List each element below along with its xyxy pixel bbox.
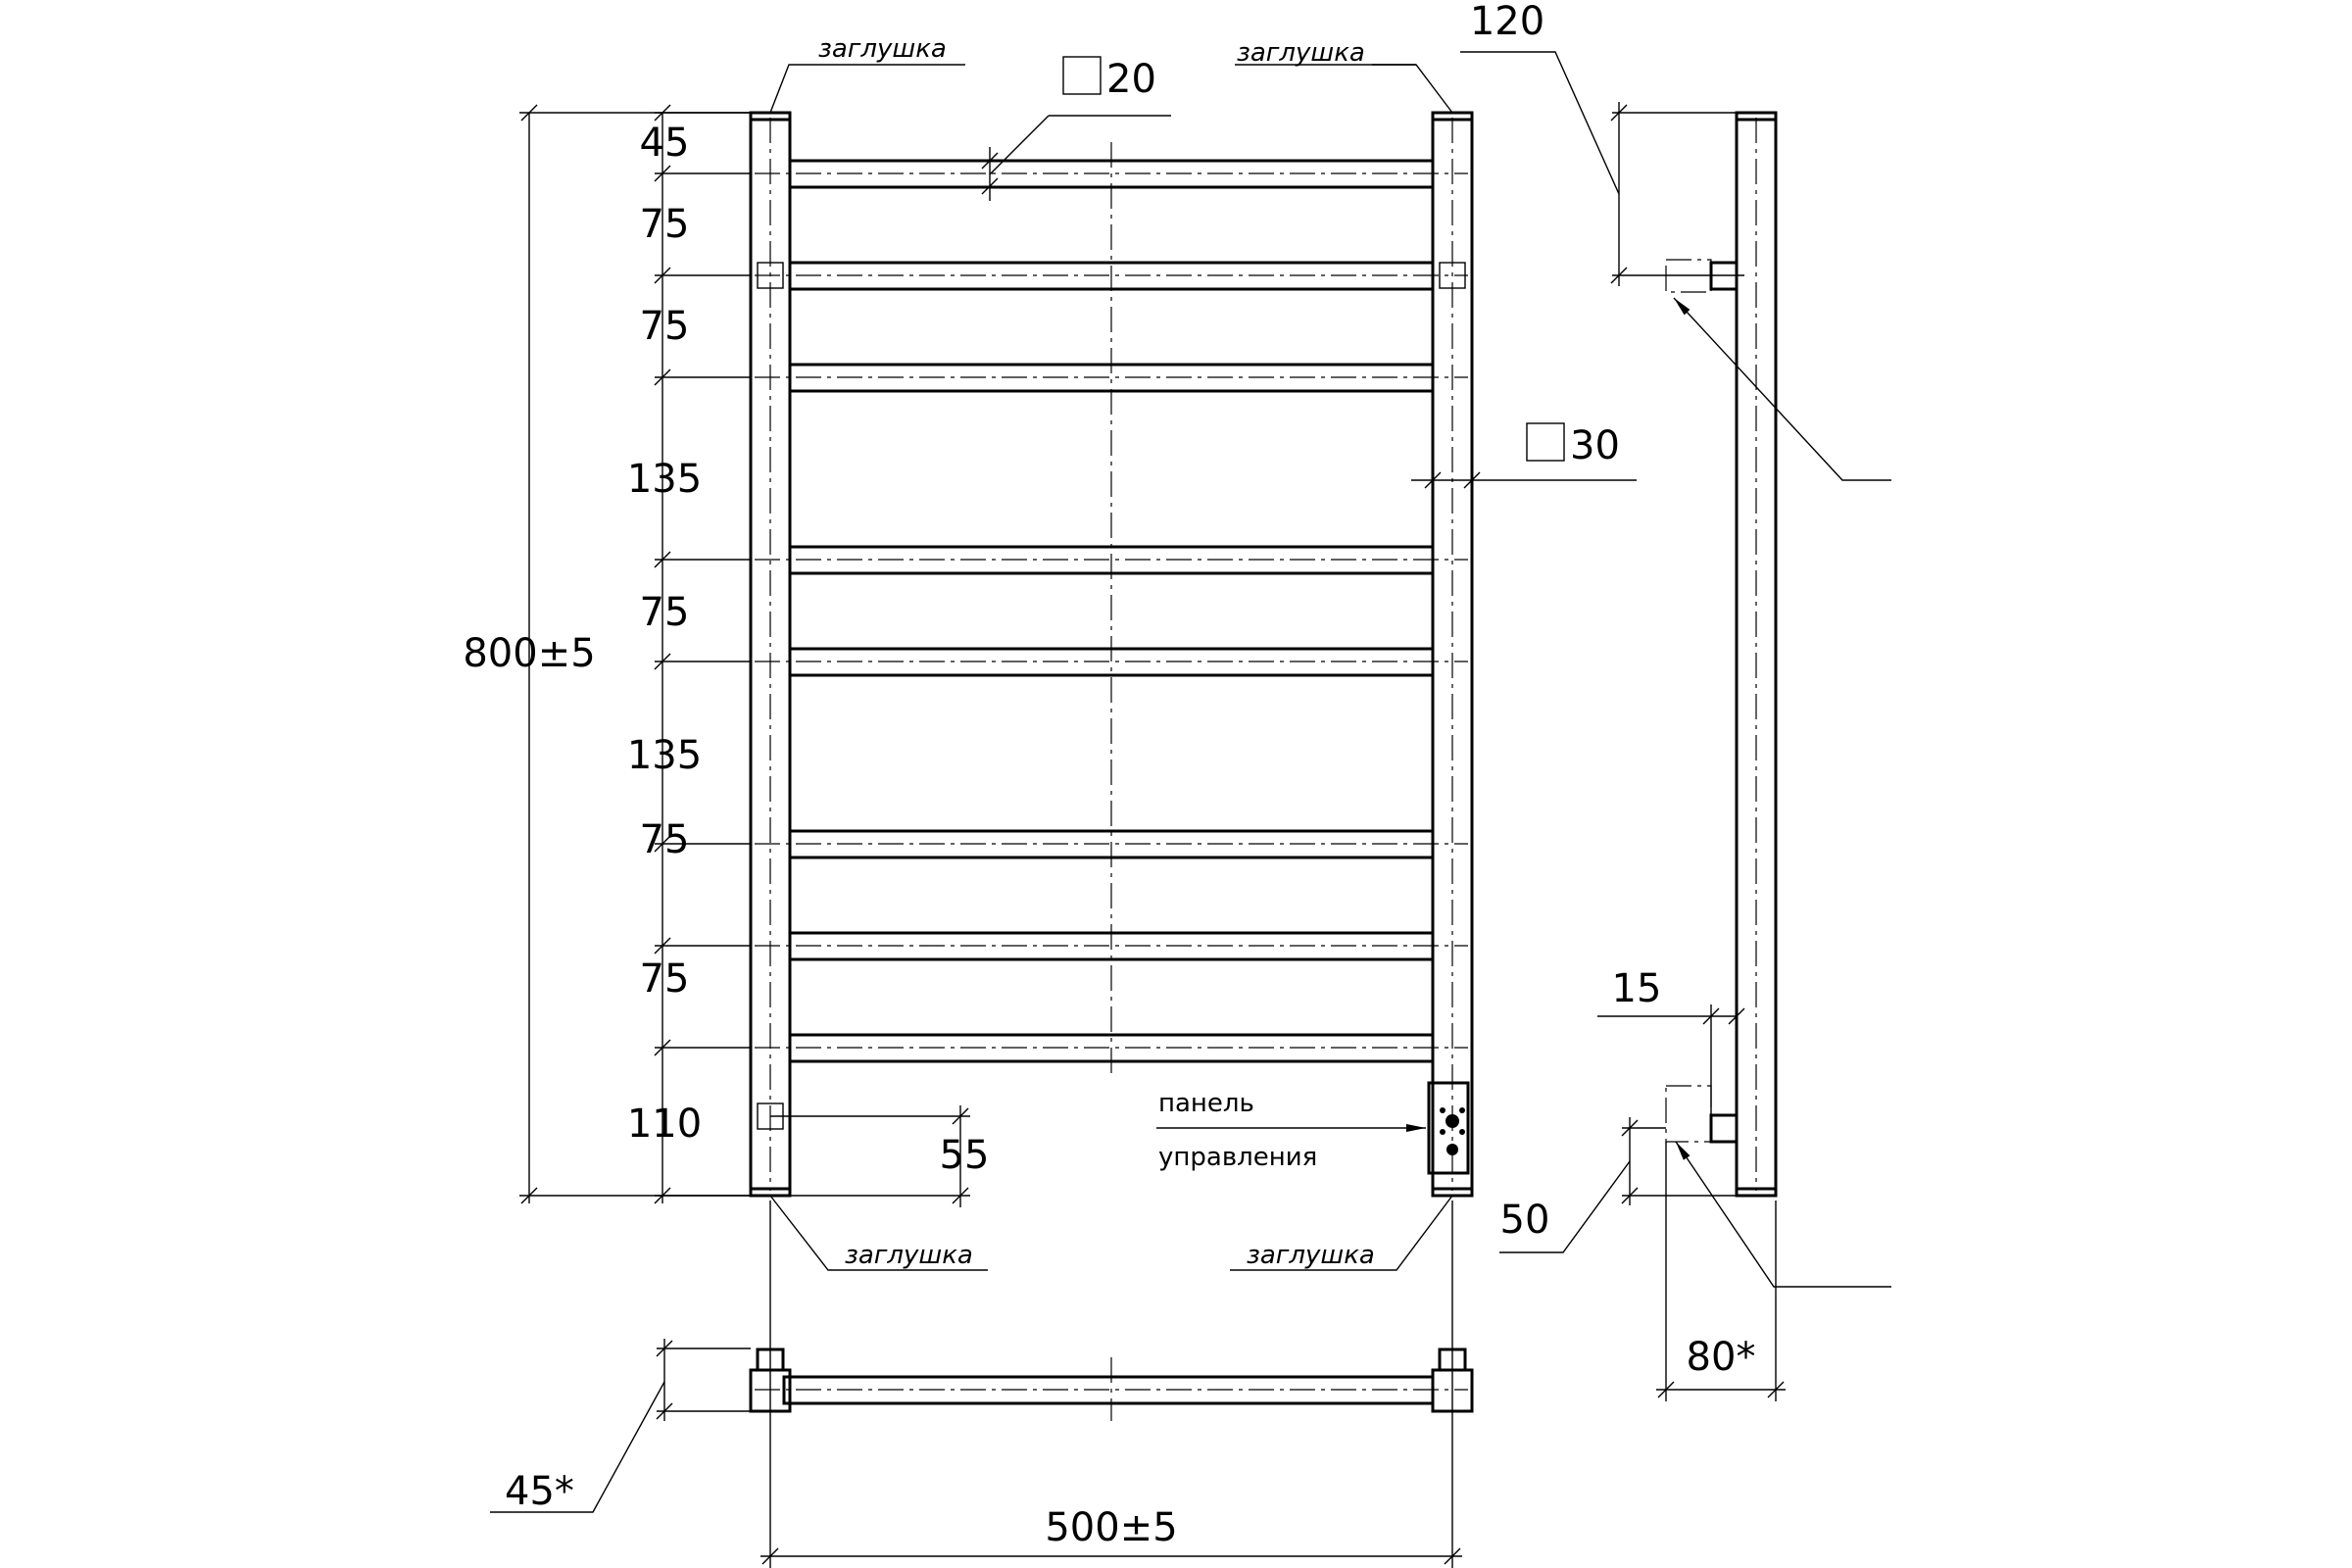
side-depth-dimension	[1656, 1142, 1786, 1401]
overall-height-dimension	[519, 104, 751, 1204]
dim-top-view-depth: 45*	[505, 1469, 574, 1514]
dim-side-gap: 15	[1612, 966, 1662, 1011]
control-panel-label-line1: панель	[1158, 1089, 1254, 1118]
mount-square-top-left	[757, 262, 784, 289]
front-view: 45 75 75 135 75 135 75 75 110 800±5 20	[463, 34, 1637, 1271]
dim-spacing-6: 135	[627, 733, 702, 778]
dim-spacing-9: 110	[627, 1102, 702, 1147]
dim-spacing-8: 75	[640, 956, 690, 1002]
dim-spacing-5: 75	[640, 590, 690, 635]
side-top-offset-dimension	[1460, 51, 1737, 286]
dim-spacing-3: 75	[640, 304, 690, 349]
dim-spacing-2: 75	[640, 202, 690, 247]
rail-axes	[755, 172, 1468, 1049]
cap-label-bottom-left: заглушка	[845, 1241, 973, 1270]
cap-label-top-left: заглушка	[818, 34, 947, 64]
dim-bottom-offset: 55	[940, 1133, 990, 1178]
dim-post-profile: 30	[1570, 423, 1620, 468]
side-view-post	[1735, 111, 1778, 1198]
control-panel-label-line2: управления	[1158, 1143, 1317, 1172]
control-panel	[1427, 1081, 1470, 1175]
mount-square-top-right	[1439, 262, 1466, 289]
rail-profile-callout	[981, 56, 1171, 201]
dim-spacing-1: 45	[640, 121, 690, 166]
side-bottom-offset-dimension	[1499, 1117, 1737, 1253]
dim-side-top-offset: 120	[1470, 0, 1544, 44]
top-view: 45* 500±5	[490, 1200, 1474, 1568]
side-view-lower-wall-plate	[1665, 1085, 1712, 1143]
overall-width-dimension	[760, 1200, 1462, 1568]
dim-side-bottom-offset: 50	[1500, 1198, 1550, 1243]
cap-label-bottom-right: заглушка	[1247, 1241, 1375, 1270]
top-view-depth-dimension	[490, 1339, 751, 1513]
dim-rail-profile: 20	[1106, 57, 1156, 102]
cap-leaders	[769, 64, 1453, 1271]
side-view: 120 15 50 80*	[1460, 0, 1891, 1401]
vertical-dimension-chain	[654, 104, 751, 1204]
dim-side-depth: 80*	[1687, 1335, 1756, 1380]
post-profile-callout	[1411, 422, 1637, 489]
side-view-upper-arrow	[1673, 297, 1891, 481]
dim-overall-height: 800±5	[463, 631, 595, 676]
dim-spacing-7: 75	[640, 817, 690, 862]
side-view-lower-bracket	[1709, 1113, 1739, 1144]
side-view-lower-arrow	[1675, 1141, 1891, 1288]
dim-overall-width: 500±5	[1045, 1505, 1177, 1550]
side-gap-dimension	[1597, 1004, 1745, 1137]
bottom-offset-dimension	[770, 1105, 970, 1207]
dim-spacing-4: 135	[627, 457, 702, 502]
cap-label-top-right: заглушка	[1237, 38, 1365, 68]
